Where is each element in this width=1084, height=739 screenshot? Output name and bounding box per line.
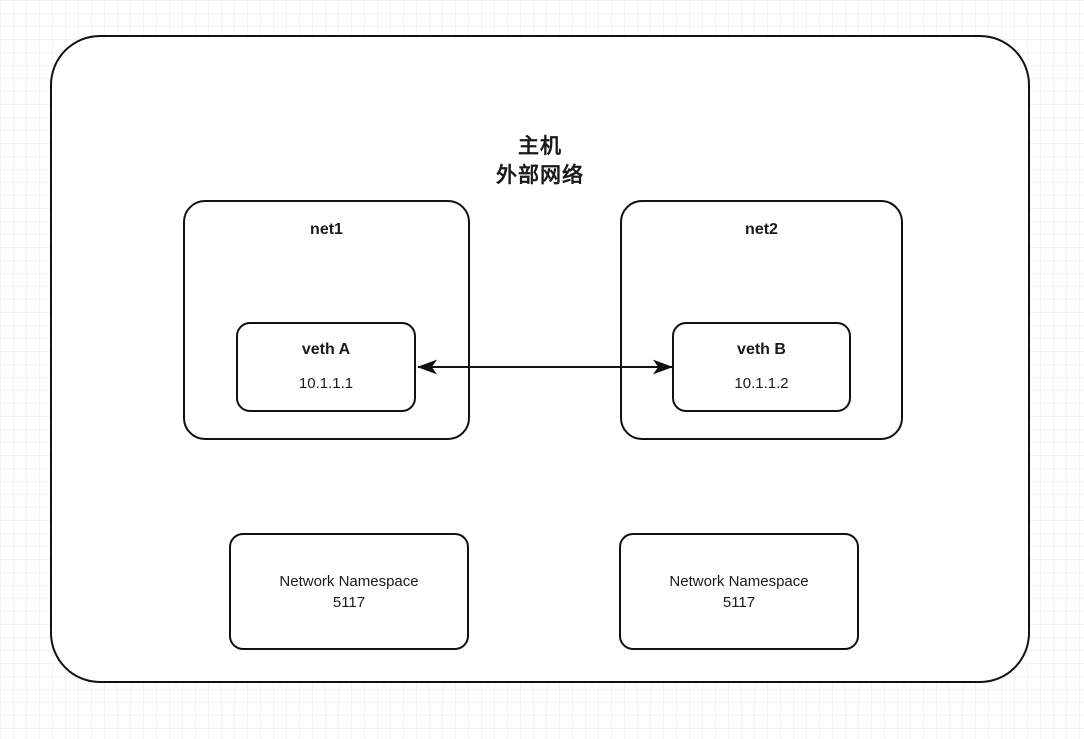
- veth-b-name: veth B: [737, 341, 786, 358]
- network-label-net2: net2: [745, 221, 778, 238]
- veth-a-name: veth A: [301, 341, 351, 358]
- network-label-net1: net1: [310, 221, 343, 238]
- veth-box-a: veth A 10.1.1.1: [236, 322, 416, 412]
- veth-b-ip: 10.1.1.2: [734, 375, 789, 392]
- namespace-net2-line2: 5117: [722, 593, 756, 611]
- namespace-net2-line1: Network Namespace: [669, 572, 809, 590]
- veth-pair-connector: [417, 359, 673, 375]
- veth-a-ip: 10.1.1.1: [298, 375, 354, 392]
- namespace-box-net2: Network Namespace 5117: [619, 533, 859, 650]
- namespace-net1-line1: Network Namespace: [279, 572, 419, 590]
- namespace-net1-line2: 5117: [332, 593, 366, 611]
- host-title-line2: 外部网络: [496, 164, 584, 187]
- host-title-line1: 主机: [518, 135, 562, 158]
- namespace-box-net1: Network Namespace 5117: [229, 533, 469, 650]
- veth-box-b: veth B 10.1.1.2: [672, 322, 851, 412]
- host-title: 主机 外部网络: [52, 132, 1028, 190]
